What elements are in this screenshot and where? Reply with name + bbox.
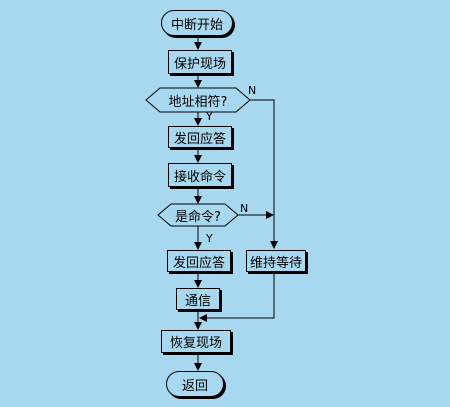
receive-command-box: 接收命令 <box>168 163 232 187</box>
edge-label-cmd-yes: Y <box>206 232 213 245</box>
restore-scene-box: 恢复现场 <box>161 330 231 353</box>
send-reply-box-2: 发回应答 <box>167 250 231 272</box>
protect-scene-box: 保护现场 <box>168 50 232 74</box>
edge-addr-no <box>250 99 278 249</box>
edge-label-addr-yes: Y <box>206 110 213 123</box>
edge-wait-merge <box>199 272 275 322</box>
return-terminal: 返回 <box>166 371 224 397</box>
edge-label-cmd-no: N <box>240 202 249 215</box>
send-reply-box-1: 发回应答 <box>168 126 232 148</box>
start-terminal: 中断开始 <box>161 10 233 36</box>
keep-waiting-box: 维持等待 <box>246 250 306 272</box>
is-command-decision: 是命令? <box>175 209 221 225</box>
communication-box: 通信 <box>176 288 220 310</box>
edge-label-addr-no: N <box>248 84 257 97</box>
address-match-decision: 地址相符? <box>168 94 228 110</box>
